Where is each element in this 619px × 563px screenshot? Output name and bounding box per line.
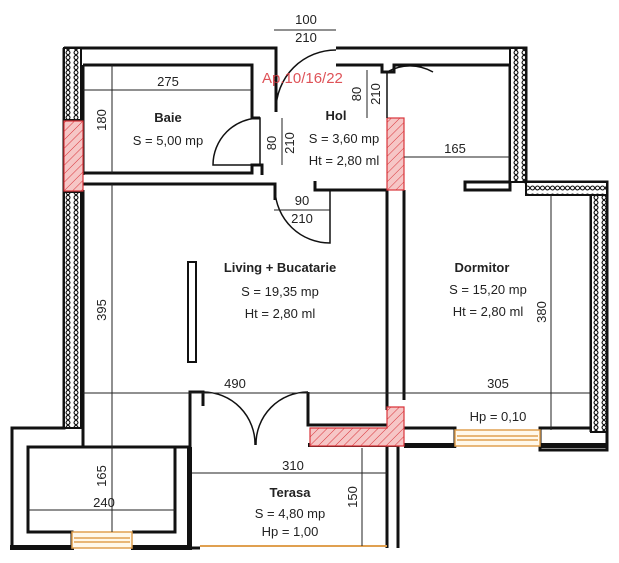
window-balcony: [71, 531, 133, 549]
door-entry: [275, 49, 337, 111]
modified-walls: [63, 117, 405, 447]
dim-living-door-width: 90: [295, 193, 309, 208]
wall-top-left: [64, 46, 278, 112]
modified-wall-baie: [63, 120, 84, 192]
room-area: S = 4,80 mp: [255, 506, 325, 521]
dim-baie-width: 275: [157, 74, 179, 89]
dim-living-width: 490: [224, 376, 246, 391]
room-height: Ht = 2,80 ml: [453, 304, 524, 319]
room-terasa: Terasa S = 4,80 mp Hp = 1,00: [255, 485, 325, 539]
room-sill-height: Hp = 0,10: [470, 409, 527, 424]
dimension-labels: 100 210 275 180 80 210 80 210 165 90 210…: [93, 12, 549, 510]
room-labels: Baie S = 5,00 mp Hol S = 3,60 mp Ht = 2,…: [133, 108, 527, 539]
wall-baie-bottom: [83, 163, 264, 175]
room-sill-height: Hp = 1,00: [262, 524, 319, 539]
dim-baie-depth: 180: [94, 109, 109, 131]
modified-wall-living: [309, 406, 405, 447]
dimension-lines: [28, 29, 591, 546]
doors: [187, 49, 434, 446]
modified-wall-hol: [386, 117, 405, 191]
room-name: Terasa: [270, 485, 312, 500]
wall-hol-living: [313, 181, 387, 192]
room-area: S = 5,00 mp: [133, 133, 203, 148]
door-baie: [212, 117, 261, 166]
room-area: S = 19,35 mp: [241, 284, 319, 299]
room-living: Living + Bucatarie S = 19,35 mp Ht = 2,8…: [224, 260, 336, 321]
dim-living-depth: 395: [94, 299, 109, 321]
door-terrace-right: [255, 391, 309, 446]
room-height: Ht = 2,80 ml: [245, 306, 316, 321]
wall-living-bottom-right: [306, 392, 387, 427]
door-terrace-left: [202, 391, 256, 446]
dim-living-door-height: 210: [291, 211, 313, 226]
dim-dormitor-door-width: 80: [349, 87, 364, 101]
dim-baie-door-height: 210: [282, 132, 297, 154]
dim-baie-door-width: 80: [264, 136, 279, 150]
wall-balcony-bottom-right: [132, 447, 177, 534]
door-living: [274, 189, 331, 244]
room-dormitor: Dormitor S = 15,20 mp Ht = 2,80 ml Hp = …: [449, 260, 527, 424]
wall-hol-top-inner: [336, 63, 510, 74]
room-hol: Hol S = 3,60 mp Ht = 2,80 ml: [309, 108, 380, 168]
windows: [71, 429, 541, 549]
dim-entry-height: 210: [295, 30, 317, 45]
kitchen-counter: [187, 261, 197, 363]
insulation: [63, 47, 608, 433]
dim-entry-width: 100: [295, 12, 317, 27]
dim-terasa-depth: 150: [345, 486, 360, 508]
wall-top-right: [336, 46, 609, 450]
room-name: Dormitor: [455, 260, 510, 275]
dim-hol-to-wall: 165: [444, 141, 466, 156]
room-baie: Baie S = 5,00 mp: [133, 110, 203, 148]
wall-living-bottom-left: [81, 390, 205, 449]
room-name: Baie: [154, 110, 181, 125]
dim-dormitor-depth: 380: [534, 301, 549, 323]
apartment-stamp: Ap.10/16/22: [262, 70, 343, 87]
window-dormitor: [454, 429, 541, 447]
wall-dormitor-ledge: [463, 180, 512, 192]
dim-dormitor-door-height: 210: [368, 83, 383, 105]
dim-terasa-width: 310: [282, 458, 304, 473]
door-dormitor: [386, 65, 434, 118]
room-height: Ht = 2,80 ml: [309, 153, 380, 168]
room-area: S = 3,60 mp: [309, 131, 379, 146]
room-name: Living + Bucatarie: [224, 260, 336, 275]
dim-balcony-depth: 165: [94, 465, 109, 487]
room-area: S = 15,20 mp: [449, 282, 527, 297]
dim-balcony-width: 240: [93, 495, 115, 510]
room-name: Hol: [326, 108, 347, 123]
dim-dormitor-width: 305: [487, 376, 509, 391]
